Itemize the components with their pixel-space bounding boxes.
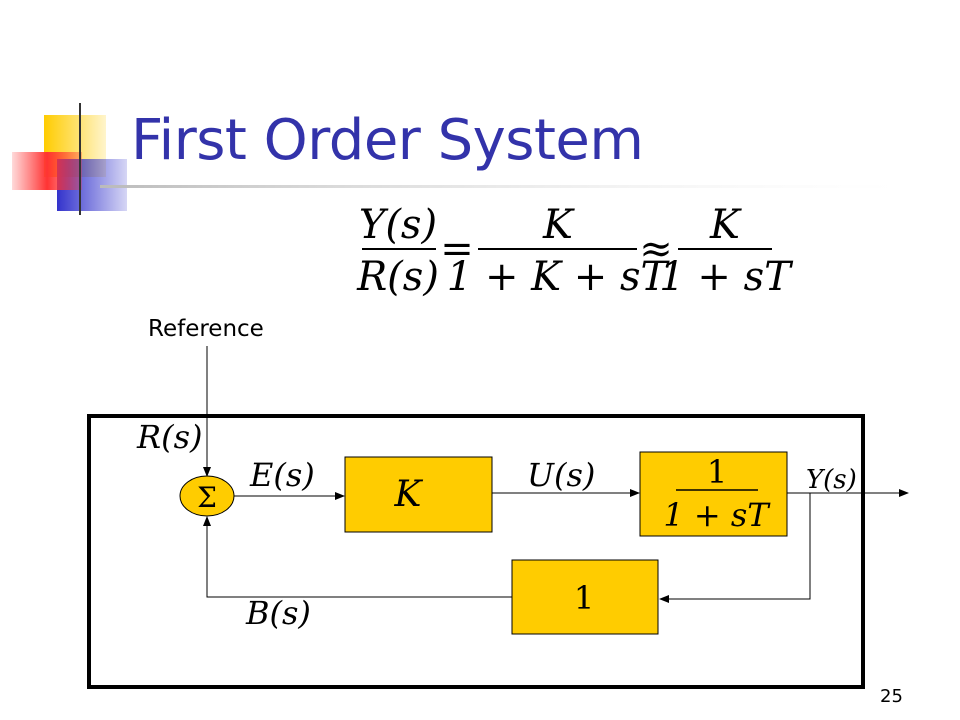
controller-gain: K	[394, 474, 424, 515]
summing-junction	[179, 475, 235, 517]
eq-rhs-denominator: 1 + sT	[659, 254, 794, 300]
feedback-gain: 1	[574, 579, 594, 617]
feedback-line-left	[203, 516, 512, 598]
input-signal-label: R(s)	[136, 418, 202, 456]
diagram-frame	[87, 414, 865, 689]
plant-denominator: 1 + sT	[663, 496, 771, 534]
eq-mid-numerator: K	[542, 202, 575, 248]
summing-symbol: Σ	[197, 481, 217, 514]
transfer-function-equation: Y(s) R(s) = K 1 + K + sT ≈ K 1 + sT	[356, 202, 794, 300]
error-signal-label: E(s)	[249, 456, 315, 494]
title-rule	[100, 185, 900, 188]
controller-block	[344, 456, 493, 533]
eq-mid-denominator: 1 + K + sT	[447, 254, 671, 300]
slide-title: First Order System	[131, 108, 644, 173]
feedback-line-right	[659, 493, 811, 603]
eq-equals: =	[440, 226, 474, 272]
plant-numerator: 1	[707, 453, 727, 491]
eq-lhs-numerator: Y(s)	[359, 202, 437, 248]
page-number: 25	[880, 686, 903, 707]
plant-block	[639, 451, 788, 537]
eq-lhs-denominator: R(s)	[356, 254, 439, 300]
reference-label: Reference	[148, 316, 264, 342]
feedback-signal-label: B(s)	[245, 594, 311, 632]
eq-rhs-numerator: K	[709, 202, 742, 248]
output-signal-label: Y(s)	[806, 465, 857, 495]
feedback-block	[511, 559, 659, 635]
control-signal-label: U(s)	[527, 456, 595, 494]
eq-approx: ≈	[639, 226, 673, 272]
decor-red-bar	[12, 152, 82, 190]
